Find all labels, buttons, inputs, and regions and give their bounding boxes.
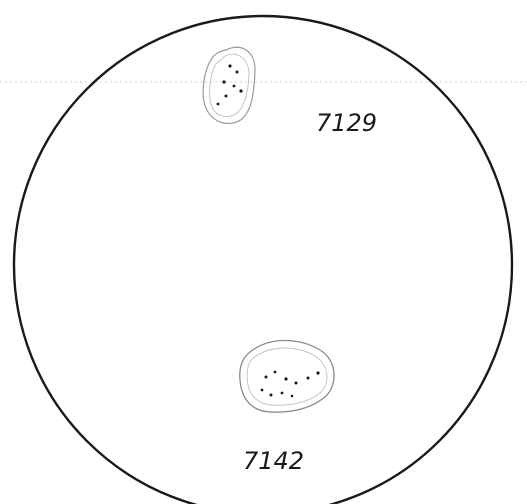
bottom-speckles [261,371,320,398]
bottom-spot-outline [240,341,334,413]
main-circle [14,16,512,504]
top-spot-inner-outline [210,54,249,116]
bottom-spot-label: 7142 [243,447,304,475]
top-speckles [217,64,243,105]
top-spot-label: 7129 [316,109,377,137]
bottom-spot-inner-outline [247,348,327,405]
top-spot-outline [203,47,255,123]
